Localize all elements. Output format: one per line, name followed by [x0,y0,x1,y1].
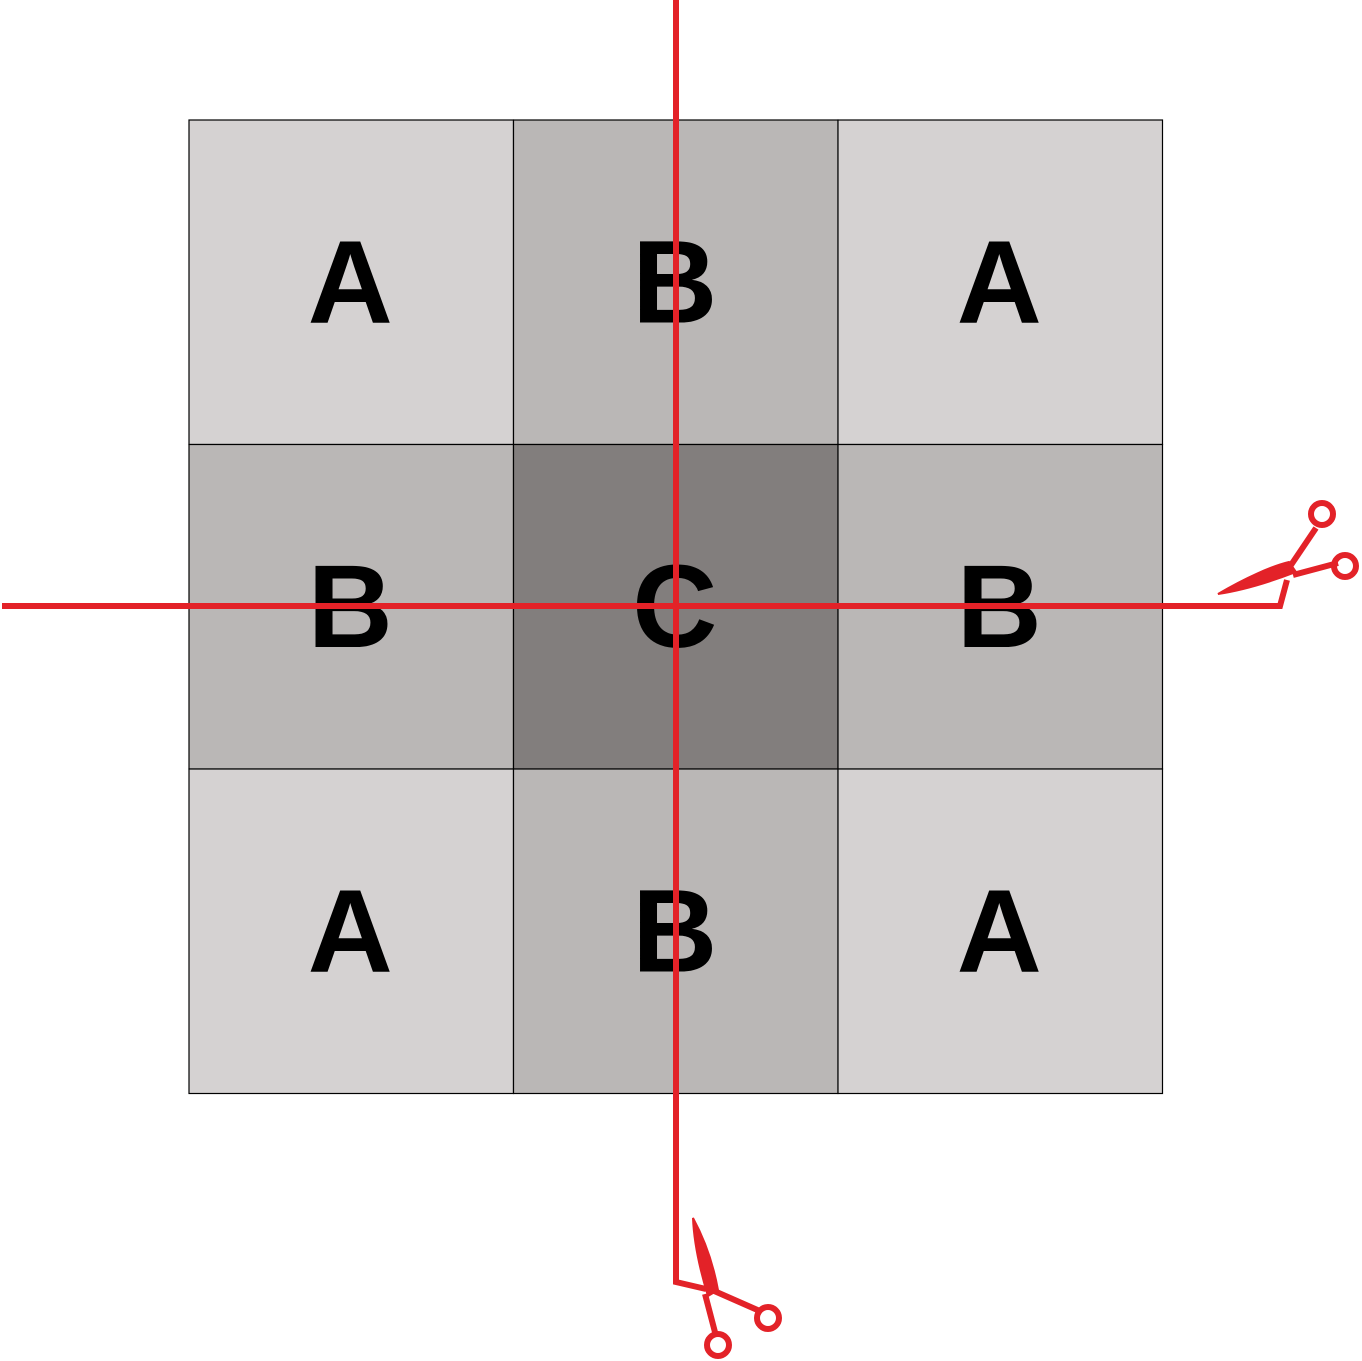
cell-label: A [308,216,393,348]
cell-label: A [957,865,1042,997]
vertical-cut-line [673,0,707,1292]
grid-cell [837,768,1164,1095]
horizontal-cut-line [2,579,1290,609]
grid-cell [837,119,1164,446]
cell-label: A [308,865,393,997]
cell-label: A [957,216,1042,348]
grid-cell [188,119,515,446]
scissors-icon [1217,500,1359,595]
grid-cell [188,768,515,1095]
scissors-icon [692,1217,782,1359]
